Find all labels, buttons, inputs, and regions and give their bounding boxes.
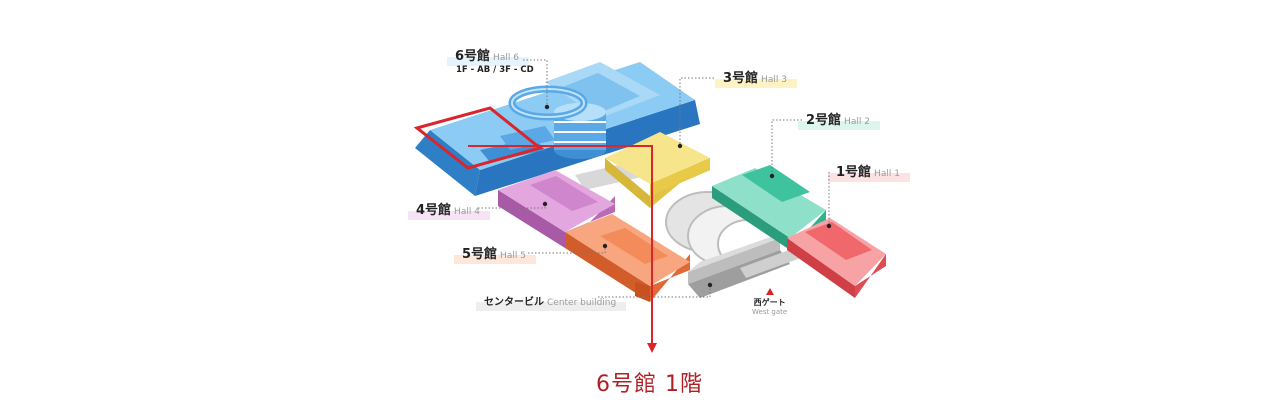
hall6-name-en: Hall 6 bbox=[493, 53, 519, 63]
hall2-name-en: Hall 2 bbox=[844, 117, 870, 127]
hall1-name-jp: 1号館 bbox=[836, 165, 872, 180]
hall4-name-en: Hall 4 bbox=[454, 207, 480, 217]
hall6-name-jp: 6号館 bbox=[455, 49, 491, 64]
hall1-name-en: Hall 1 bbox=[874, 169, 900, 179]
center-name-en: Center building bbox=[547, 298, 617, 308]
hall1-building[interactable] bbox=[787, 218, 886, 298]
center-name-jp: センタービル bbox=[484, 297, 544, 308]
hall3-building[interactable] bbox=[605, 132, 710, 208]
selected-floor-title: 6号館 1階 bbox=[596, 372, 703, 397]
selection-pointer bbox=[468, 145, 657, 353]
hall2-name-jp: 2号館 bbox=[806, 113, 842, 128]
hall6-floor1-highlight[interactable] bbox=[413, 106, 544, 170]
hall6-building[interactable] bbox=[415, 62, 700, 196]
west-gate-marker[interactable]: 西ゲート West gate bbox=[752, 288, 787, 316]
hall3-name-jp: 3号館 bbox=[723, 71, 759, 86]
hall3-name-en: Hall 3 bbox=[761, 75, 787, 85]
hall6-floors: 1F - AB / 3F - CD bbox=[456, 65, 534, 75]
west-gate-name-en: West gate bbox=[752, 308, 788, 316]
leader-lines bbox=[478, 59, 830, 298]
leader-dots bbox=[542, 104, 832, 288]
hall4-building[interactable] bbox=[498, 170, 615, 248]
west-gate-arrow-icon bbox=[765, 288, 774, 295]
hall4-name-jp: 4号館 bbox=[416, 203, 452, 218]
hall5-name-jp: 5号館 bbox=[462, 247, 498, 262]
west-gate-name-jp: 西ゲート bbox=[753, 298, 786, 307]
hall5-building[interactable] bbox=[565, 214, 690, 302]
center-building[interactable] bbox=[688, 230, 806, 298]
hall5-name-en: Hall 5 bbox=[500, 251, 526, 261]
